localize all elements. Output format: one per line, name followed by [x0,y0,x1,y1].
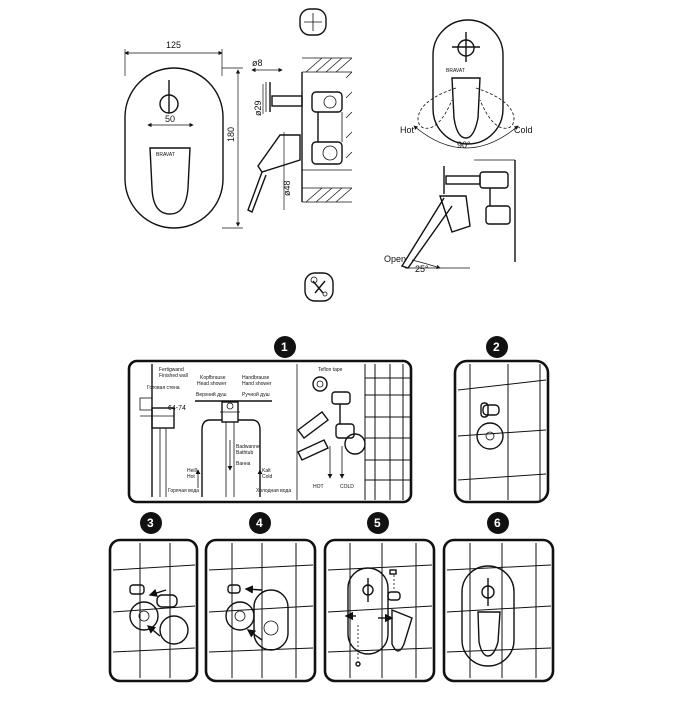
depth-label: 64-74 [168,405,186,412]
step-3-panel: 3 [108,512,199,683]
step-1-number: 1 [281,340,288,354]
bath-de-label: Badwanne [236,444,260,450]
teflon-label: Teflon tape [318,367,343,373]
cold-ru-label: Холодная вода [256,488,291,494]
top-symbol-icon [299,8,327,36]
step-4-number: 4 [256,516,263,530]
hot-en-label: Hot [187,474,195,480]
finished-wall-ru-label: Готовая стена [147,385,180,391]
step-3-badge [140,512,162,534]
step-5-panel: 5 [323,512,436,683]
hand-shower-ru-label: Ручной душ [242,391,270,398]
finished-wall-de-label: Fertigwand [159,367,184,373]
label-open: Open [384,254,406,264]
label-hot: Hot [400,125,415,135]
step-2-number: 2 [493,340,500,354]
dim-height-180: 180 [226,127,236,142]
dim-width-125: 125 [166,40,181,50]
hot-ru-label: Горячая вода [168,488,199,494]
step-4-badge [249,512,271,534]
cold-de-label: Kalt [262,468,271,474]
rotation-drawing: BRAVAT Hot Cold 90° [400,19,533,150]
step-4-panel: 4 [204,512,317,683]
finished-wall-en-label: Finished wall [159,373,188,379]
angle-25: 25° [415,264,429,274]
wall-hatching [302,57,353,203]
head-shower-de-label: Kopfbrause [200,375,226,381]
step-6-panel: 6 [442,512,555,683]
dim-dia-29: ø29 [253,100,263,116]
bath-en-label: Bathtub [236,450,253,456]
bath-ru-label: Ванна [236,461,251,467]
dim-dia-48: ø48 [282,180,292,196]
step-6-badge [487,512,509,534]
wrench-icon [304,272,334,302]
step-6-number: 6 [494,516,501,530]
hand-shower-en-label: Hand shower [242,381,272,387]
hot-de-label: Heiß [187,468,198,474]
open-angle-drawing: Open 25° [384,159,516,274]
cold-label-label: COLD [340,484,354,490]
step-3-number: 3 [147,516,154,530]
side-view-drawing: ø8 ø29 ø48 [247,57,353,213]
head-shower-ru-label: Верхний душ [196,391,227,398]
step-1-badge [274,336,296,358]
hot-label-label: HOT [313,484,324,490]
hand-shower-de-label: Handbrause [242,375,269,381]
dim-dia-8: ø8 [252,58,263,68]
brand-logo-rotation: BRAVAT [446,68,465,74]
angle-90: 90° [457,140,471,150]
step-2-panel: 2 [453,336,550,504]
step-2-badge [486,336,508,358]
step-5-badge [367,512,389,534]
step-5-number: 5 [374,516,381,530]
label-cold: Cold [514,125,533,135]
cold-en-label: Cold [262,474,273,480]
brand-logo-front: BRAVAT [156,152,175,158]
step-1-panel: 1 Fertigwand Finished wall Готовая стена… [127,336,413,504]
head-shower-en-label: Head shower [197,381,227,387]
dim-width-50: 50 [165,114,175,124]
front-view-drawing: 125 50 BRAVAT 180 [124,8,327,229]
